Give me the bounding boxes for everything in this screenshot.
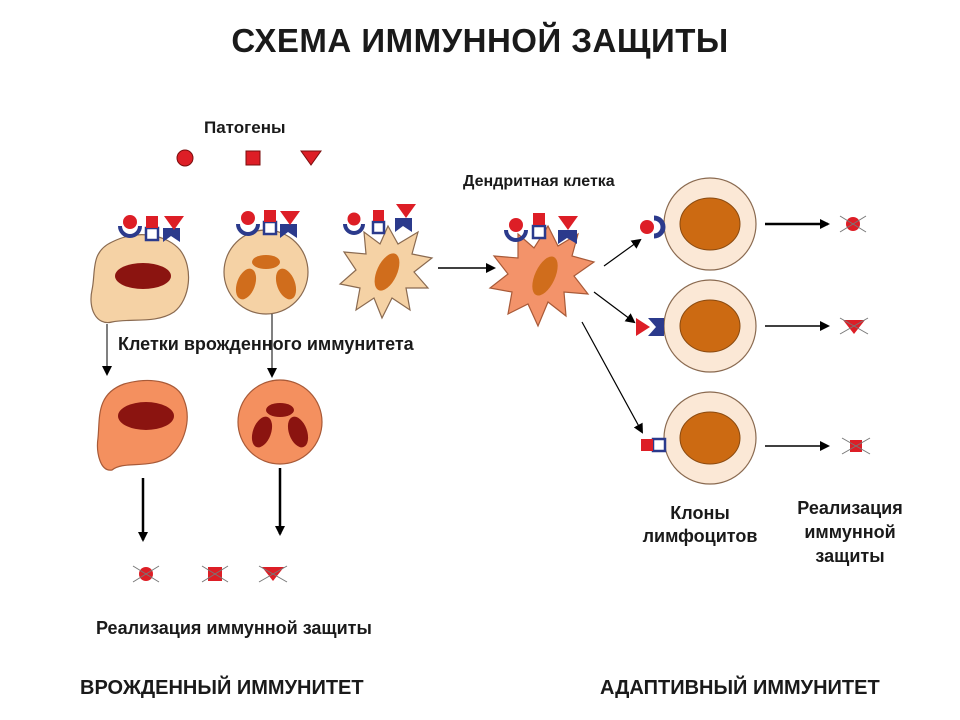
pathogen-triangle-icon xyxy=(396,204,416,218)
cell-nucleus xyxy=(679,299,741,353)
cell-nucleus xyxy=(679,411,741,465)
destroyed-pathogen-icon xyxy=(201,565,229,583)
arrow-icon xyxy=(581,321,643,434)
pathogen-triangle-icon xyxy=(280,211,300,225)
cell-nucleus xyxy=(115,263,171,289)
cell-nucleus xyxy=(374,253,400,291)
destroyed-pathogen-icon xyxy=(258,565,288,583)
cell-nucleus xyxy=(235,268,257,300)
receptor-square-icon xyxy=(371,220,386,235)
innate-realization-label: Реализация иммунной защиты xyxy=(96,618,372,638)
cell-nucleus xyxy=(275,268,297,300)
dendritic-cell-label: Дендритная клетка xyxy=(463,173,615,190)
dendritic-cell xyxy=(488,213,596,328)
cell-nucleus xyxy=(266,403,294,417)
receptor-icon xyxy=(118,225,142,238)
receptor-icon xyxy=(504,229,528,242)
receptor-square-icon xyxy=(262,220,278,236)
pathogens-label: Патогены xyxy=(204,118,286,137)
activated-innate-cell-2 xyxy=(237,379,323,465)
pathogen-triangle-icon xyxy=(300,150,322,166)
receptor-icon xyxy=(343,223,365,235)
adaptive-realization-line-3: защиты xyxy=(815,546,885,566)
innate-cell-2 xyxy=(223,210,309,315)
adaptive-immunity-caption: АДАПТИВНЫЙ ИММУНИТЕТ xyxy=(600,677,880,699)
receptor-icon xyxy=(653,215,666,239)
lymphocyte-clones-label: Клоны лимфоцитов xyxy=(630,502,770,548)
receptor-triangle-icon xyxy=(163,228,180,242)
destroyed-pathogen-icon xyxy=(839,317,869,335)
adaptive-realization-line-2: иммунной xyxy=(804,522,896,542)
receptor-triangle-icon xyxy=(280,224,297,238)
arrow-icon xyxy=(603,238,642,267)
arrow-icon xyxy=(593,291,636,324)
innate-immunity-caption: ВРОЖДЕННЫЙ ИММУНИТЕТ xyxy=(80,677,364,699)
pathogen-triangle-icon xyxy=(636,318,650,336)
pathogen-square-icon xyxy=(245,150,261,166)
cell-nucleus xyxy=(679,197,741,251)
receptor-square-icon xyxy=(144,226,160,242)
cell-nucleus xyxy=(287,416,309,448)
cell-nucleus xyxy=(118,402,174,430)
pathogen-square-icon xyxy=(373,210,384,221)
cell-nucleus xyxy=(532,256,558,296)
pathogen-circle-icon xyxy=(509,218,523,232)
pathogen-circle-icon xyxy=(241,211,255,225)
pathogen-square-icon xyxy=(533,213,545,225)
cell-nucleus xyxy=(251,416,273,448)
cell-nucleus xyxy=(252,255,280,269)
adaptive-realization-label: Реализация иммунной защиты xyxy=(785,496,915,568)
lymphocyte-clones-line-2: лимфоцитов xyxy=(642,526,758,546)
receptor-triangle-icon xyxy=(395,218,412,232)
pathogen-circle-icon xyxy=(123,215,137,229)
lymphocyte-clone-3 xyxy=(641,391,757,485)
destroyed-pathogen-icon xyxy=(132,565,160,583)
innate-cell-3 xyxy=(338,204,434,320)
pathogen-triangle-icon xyxy=(164,216,184,230)
pathogen-square-icon xyxy=(641,439,653,451)
cell-membrane xyxy=(223,229,309,315)
pathogen-square-icon xyxy=(264,210,276,222)
receptor-icon xyxy=(236,223,260,236)
pathogen-circle-icon xyxy=(176,149,194,167)
pathogen-triangle-icon xyxy=(558,216,578,230)
adaptive-realization-line-1: Реализация xyxy=(797,498,903,518)
pathogen-square-icon xyxy=(146,216,158,228)
lymphocyte-clone-2 xyxy=(636,279,757,373)
cell-membrane xyxy=(237,379,323,465)
innate-cell-1 xyxy=(90,215,190,324)
lymphocyte-clone-1 xyxy=(640,177,757,271)
free-pathogens xyxy=(176,149,322,167)
pathogen-circle-icon xyxy=(347,212,361,226)
receptor-square-icon xyxy=(531,224,547,240)
receptor-triangle-icon xyxy=(648,318,664,336)
lymphocyte-clones-line-1: Клоны xyxy=(670,503,730,523)
page-title: СХЕМА ИММУННОЙ ЗАЩИТЫ xyxy=(231,22,729,59)
destroyed-pathogen-icon xyxy=(841,437,871,455)
receptor-triangle-icon xyxy=(558,230,577,244)
destroyed-pathogen-icon xyxy=(839,215,867,233)
innate-cells-label: Клетки врожденного иммунитета xyxy=(118,334,414,354)
receptor-square-icon xyxy=(651,437,667,453)
pathogen-circle-icon xyxy=(640,220,654,234)
activated-innate-cell-1 xyxy=(96,379,188,471)
